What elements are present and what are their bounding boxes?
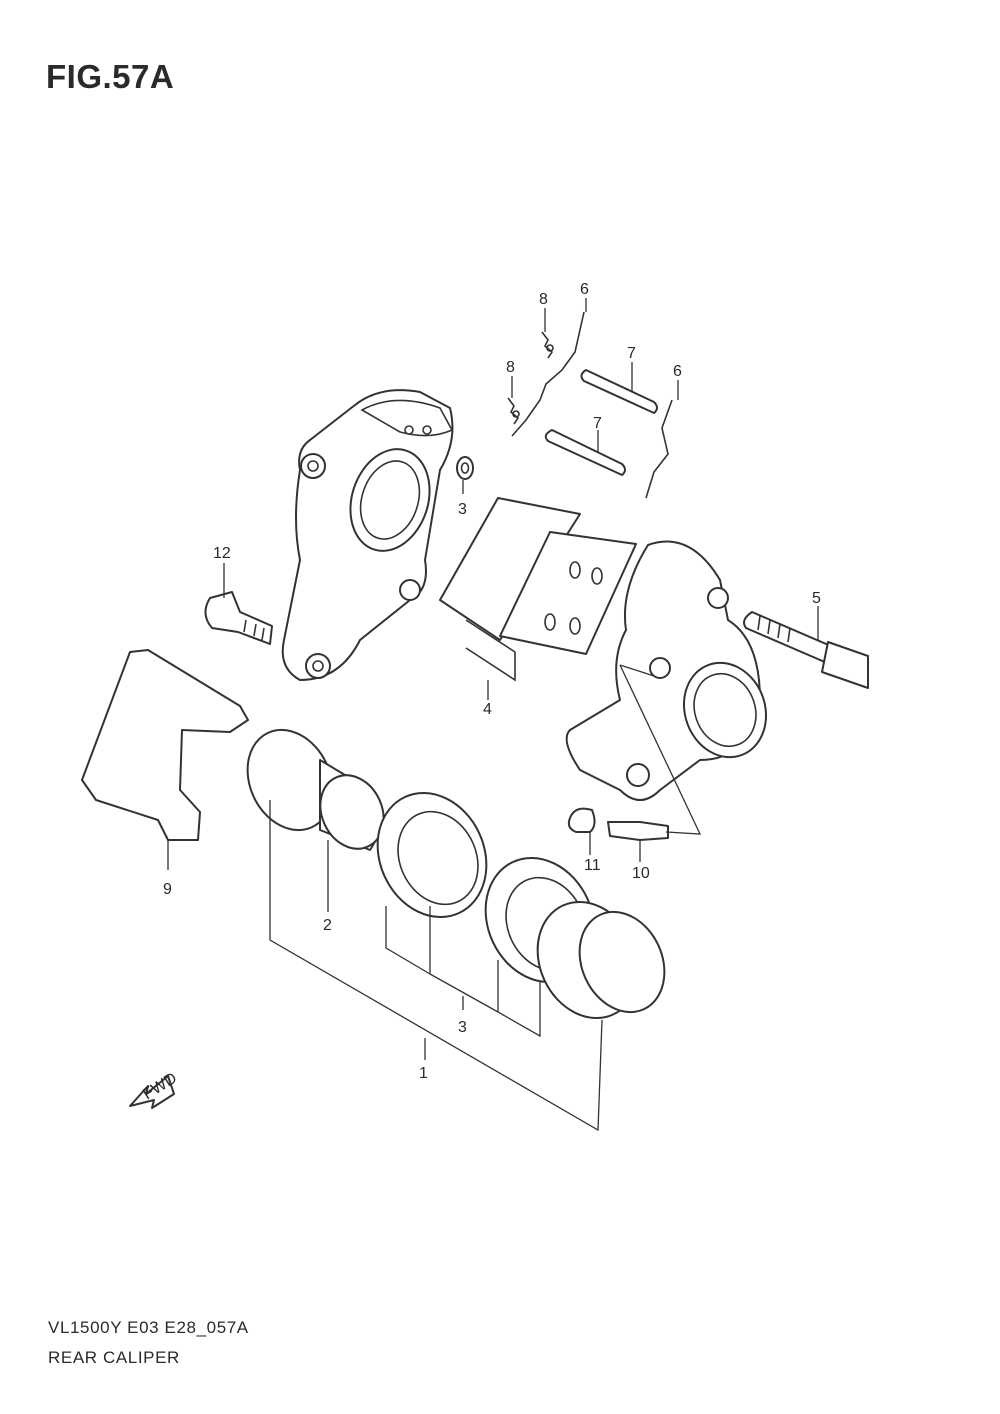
callout-3-seals: 3	[458, 1019, 467, 1036]
model-code: VL1500Y E03 E28_057A	[48, 1318, 249, 1337]
caliper-housing-right	[565, 540, 768, 801]
pin-clip-lower	[507, 397, 520, 425]
piston-left	[246, 728, 385, 851]
brake-pad-set	[439, 497, 637, 682]
leader-lines	[167, 298, 819, 1132]
callout-11: 11	[584, 857, 601, 874]
callout-8-lower: 8	[506, 359, 515, 376]
pad-pin-upper	[580, 369, 658, 414]
pad-pin-lower	[544, 429, 626, 476]
caliper-bracket	[81, 649, 249, 841]
callout-12: 12	[213, 545, 231, 562]
figure-name: REAR CALIPER	[48, 1348, 180, 1367]
callout-7-upper: 7	[627, 345, 636, 362]
bleeder-cap	[567, 807, 596, 833]
washer	[456, 456, 474, 480]
pad-spring-right	[645, 399, 673, 499]
figure-title: FIG.57A	[46, 58, 175, 95]
callout-2: 2	[323, 917, 332, 934]
piston-seal-left	[376, 791, 488, 919]
bleeder-valve	[607, 821, 669, 841]
caliper-housing-left	[281, 389, 454, 681]
callout-1: 1	[419, 1065, 428, 1082]
caliper-bolt	[743, 611, 869, 689]
callout-4: 4	[483, 701, 492, 718]
bracket-bolt	[204, 591, 273, 645]
callout-6-upper: 6	[580, 281, 589, 298]
forward-arrow-icon: FWD	[129, 1070, 180, 1109]
pad-spring-left	[511, 311, 585, 437]
callout-9: 9	[163, 881, 172, 898]
piston-right	[536, 900, 666, 1020]
callout-10: 10	[632, 865, 650, 882]
callout-3-washer: 3	[458, 501, 467, 518]
callout-8-upper: 8	[539, 291, 548, 308]
callout-7-lower: 7	[593, 415, 602, 432]
callout-6-right: 6	[673, 363, 682, 380]
callout-5: 5	[812, 590, 821, 607]
pin-clip-upper	[541, 331, 554, 359]
